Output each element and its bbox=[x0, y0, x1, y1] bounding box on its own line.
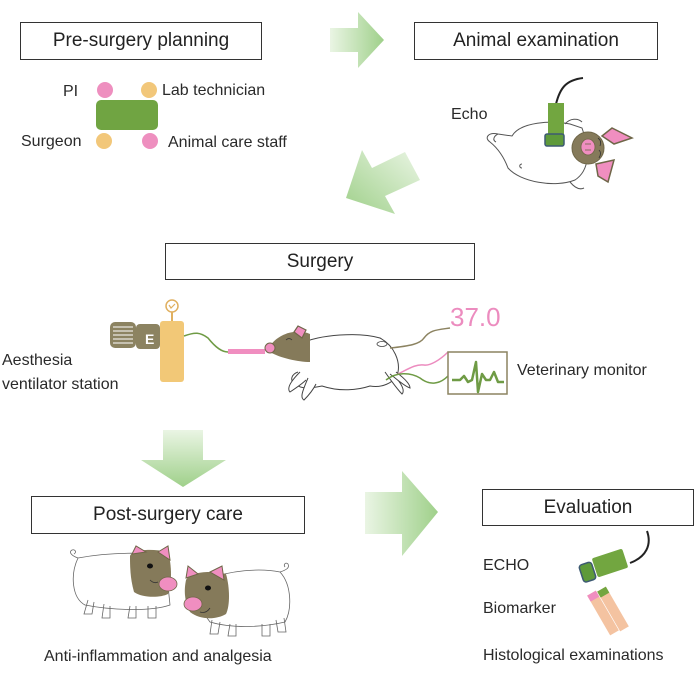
echo-label: Echo bbox=[451, 106, 488, 123]
stage-post-surgery-care: Post-surgery care bbox=[31, 496, 305, 534]
monitor-pink-wire bbox=[395, 351, 449, 376]
evaluation-echo-label: ECHO bbox=[483, 557, 530, 574]
arrow-diagonal-down-left bbox=[346, 150, 420, 214]
stage-evaluation: Evaluation bbox=[482, 489, 694, 526]
post-surgery-caption: Anti-inflammation and analgesia bbox=[44, 648, 272, 665]
echo-probe-icon bbox=[544, 77, 584, 147]
stage-animal-examination: Animal examination bbox=[414, 22, 658, 60]
temperature-reading: 37.0 bbox=[450, 302, 501, 332]
biomarker-tubes-icon bbox=[587, 586, 629, 636]
evaluation-histology-label: Histological examinations bbox=[483, 647, 664, 664]
stage-title: Surgery bbox=[286, 250, 354, 272]
arrow-down bbox=[141, 430, 226, 487]
stage-title: Pre-surgery planning bbox=[52, 30, 230, 51]
veterinary-monitor-icon bbox=[447, 351, 508, 395]
surgeon-seat bbox=[96, 133, 112, 149]
pi-seat bbox=[97, 82, 113, 98]
veterinary-monitor-label: Veterinary monitor bbox=[517, 362, 647, 379]
pig-surgery-illustration bbox=[264, 325, 411, 401]
stage-title: Evaluation bbox=[543, 496, 633, 518]
monitor-green-wire bbox=[385, 373, 449, 384]
ventilator-label-line2: ventilator station bbox=[2, 376, 119, 393]
stage-title: Animal examination bbox=[453, 30, 619, 51]
stage-pre-surgery-planning: Pre-surgery planning bbox=[20, 22, 262, 60]
svg-text:E: E bbox=[145, 331, 154, 347]
pig-standing-left bbox=[70, 545, 178, 619]
stage-title: Post-surgery care bbox=[93, 504, 243, 525]
anesthesia-ventilator-icon: E bbox=[110, 299, 265, 382]
lab-technician-seat bbox=[141, 82, 157, 98]
animal-care-staff-seat bbox=[142, 133, 158, 149]
echo-probe-evaluation-icon bbox=[578, 530, 650, 583]
role-surgeon-label: Surgeon bbox=[21, 133, 82, 150]
ventilator-label-line1: Aesthesia bbox=[2, 352, 73, 369]
arrow-right-top bbox=[330, 12, 384, 68]
stage-surgery: Surgery bbox=[165, 243, 475, 280]
temperature-probe-wire bbox=[389, 327, 451, 349]
meeting-table bbox=[96, 100, 158, 130]
role-animal-care-staff-label: Animal care staff bbox=[168, 134, 287, 151]
role-lab-technician-label: Lab technician bbox=[162, 82, 266, 99]
arrow-right-bottom bbox=[365, 471, 438, 556]
role-pi-label: PI bbox=[63, 83, 79, 100]
evaluation-biomarker-label: Biomarker bbox=[483, 600, 556, 617]
pig-standing-right bbox=[183, 562, 291, 637]
